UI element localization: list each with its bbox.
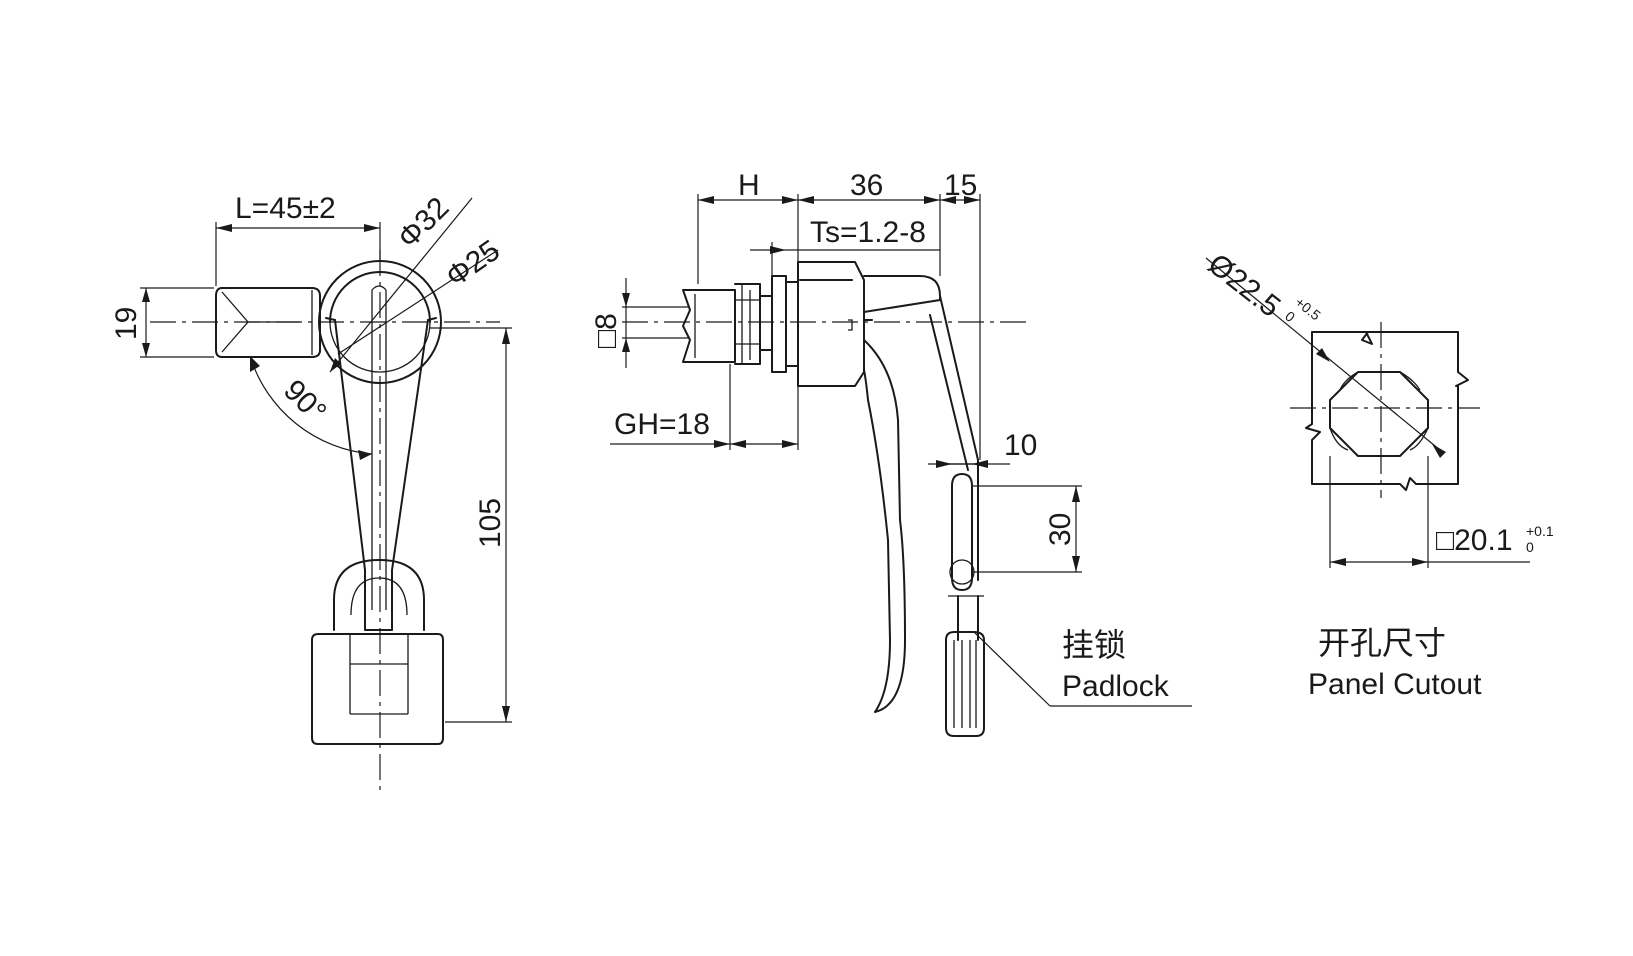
cutout-title-cn: 开孔尺寸 [1318, 624, 1446, 662]
dim-cutout-square-tol-lower: 0 [1526, 539, 1534, 555]
key-cylinder [215, 287, 321, 358]
dim-cutout-diameter-tol-upper: +0.5 [1292, 294, 1324, 324]
grip-block [311, 633, 444, 745]
dim-angle-label: 90° [277, 374, 332, 429]
dim-10-label: 10 [1004, 429, 1037, 462]
dim-h-label: H [738, 169, 760, 202]
dim-dia-inner-label: Φ25 [440, 234, 506, 294]
dim-ts-label: Ts=1.2-8 [810, 216, 926, 249]
dim-36-label: 36 [850, 169, 883, 202]
dim-cutout-diameter-label: Ø22.5 [1202, 248, 1287, 324]
padlock-cn-label: 挂锁 [1062, 626, 1126, 664]
dim-15-label: 15 [944, 169, 977, 202]
dim-gh-label: GH=18 [614, 408, 710, 441]
dim-cutout-square-tol-upper: +0.1 [1526, 523, 1554, 539]
key-head [682, 275, 799, 373]
front-view: L=45±2 19 Φ32 Φ25 90° 105 [110, 191, 512, 790]
panel-outline [1305, 331, 1469, 491]
handle-body [325, 285, 437, 631]
dim-cutout-square-label: □20.1 [1436, 524, 1513, 557]
dim-height-label: 19 [110, 307, 143, 340]
dim-dia-outer-label: Φ32 [392, 191, 456, 255]
dim-total-length-label: 105 [474, 498, 507, 548]
cutout-view: Ø22.5 +0.5 0 □20.1 +0.1 0 开孔尺寸 Panel Cut… [1202, 248, 1554, 701]
side-view: H 36 15 Ts=1.2-8 □8 GH=18 10 30 [590, 169, 1192, 737]
dim-square-8-label: □8 [590, 313, 623, 348]
handle-side [797, 261, 985, 737]
cutout-title-en: Panel Cutout [1308, 668, 1482, 701]
padlock-en-label: Padlock [1062, 670, 1170, 703]
dim-30-label: 30 [1044, 513, 1077, 546]
dim-length-label: L=45±2 [235, 192, 336, 225]
cutout-shape [1329, 371, 1429, 457]
